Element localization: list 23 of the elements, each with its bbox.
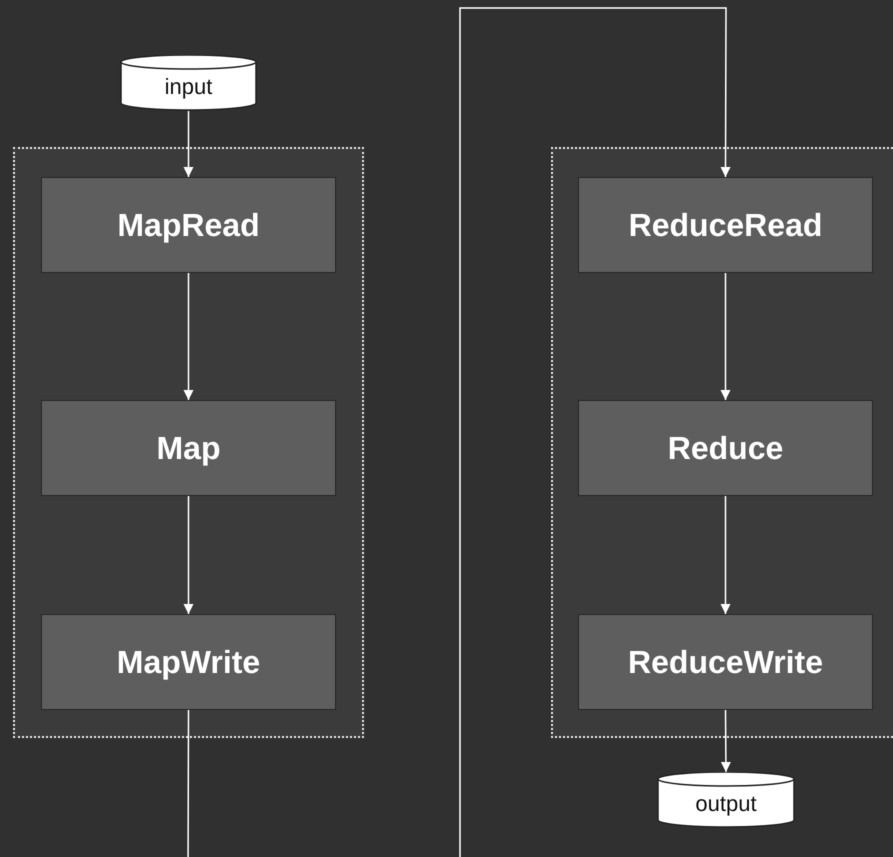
node-label: input [164,74,212,100]
node-label: MapRead [117,206,260,244]
node-label: MapWrite [116,644,260,680]
arrow [187,7,731,857]
node-label: output [695,791,757,817]
arrow [720,496,730,614]
group-container [13,147,364,738]
process-box [41,177,336,273]
process-box [41,400,336,496]
node-label: ReduceRead [628,206,822,244]
process-box [578,400,873,496]
arrow [184,496,194,614]
process-box [578,177,873,273]
process-box [578,614,873,710]
arrow [720,710,731,772]
process-box [41,614,336,710]
node-label: Map [156,430,220,466]
group-container [551,147,893,738]
node-label: ReduceWrite [628,644,823,680]
arrow [720,273,730,400]
arrow [184,273,194,400]
node-label: Reduce [668,430,784,466]
arrow [184,111,194,177]
